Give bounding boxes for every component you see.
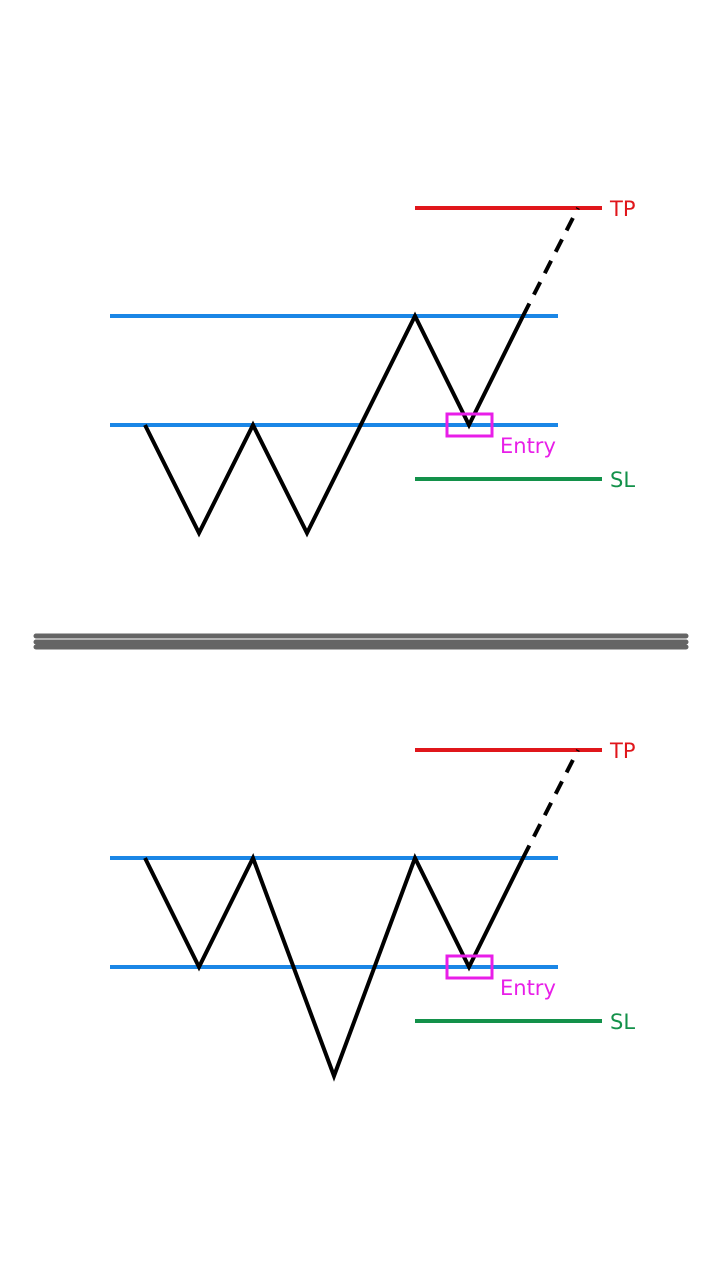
take-profit-label: TP: [609, 197, 636, 221]
stop-loss-label: SL: [610, 1010, 635, 1034]
price-path: [143, 311, 525, 538]
stop-loss-label: SL: [610, 468, 635, 492]
diagram-bottom: TP Entry SL: [110, 739, 636, 1082]
entry-marker: [445, 954, 494, 980]
entry-marker: [445, 412, 494, 438]
projected-price-path: [521, 207, 580, 317]
take-profit-label: TP: [609, 739, 636, 763]
diagram-top: TP Entry SL: [110, 197, 636, 538]
entry-label: Entry: [500, 434, 556, 458]
entry-label: Entry: [500, 976, 556, 1000]
price-path: [143, 852, 525, 1082]
section-divider: [33, 633, 689, 650]
projected-price-path: [521, 749, 580, 859]
